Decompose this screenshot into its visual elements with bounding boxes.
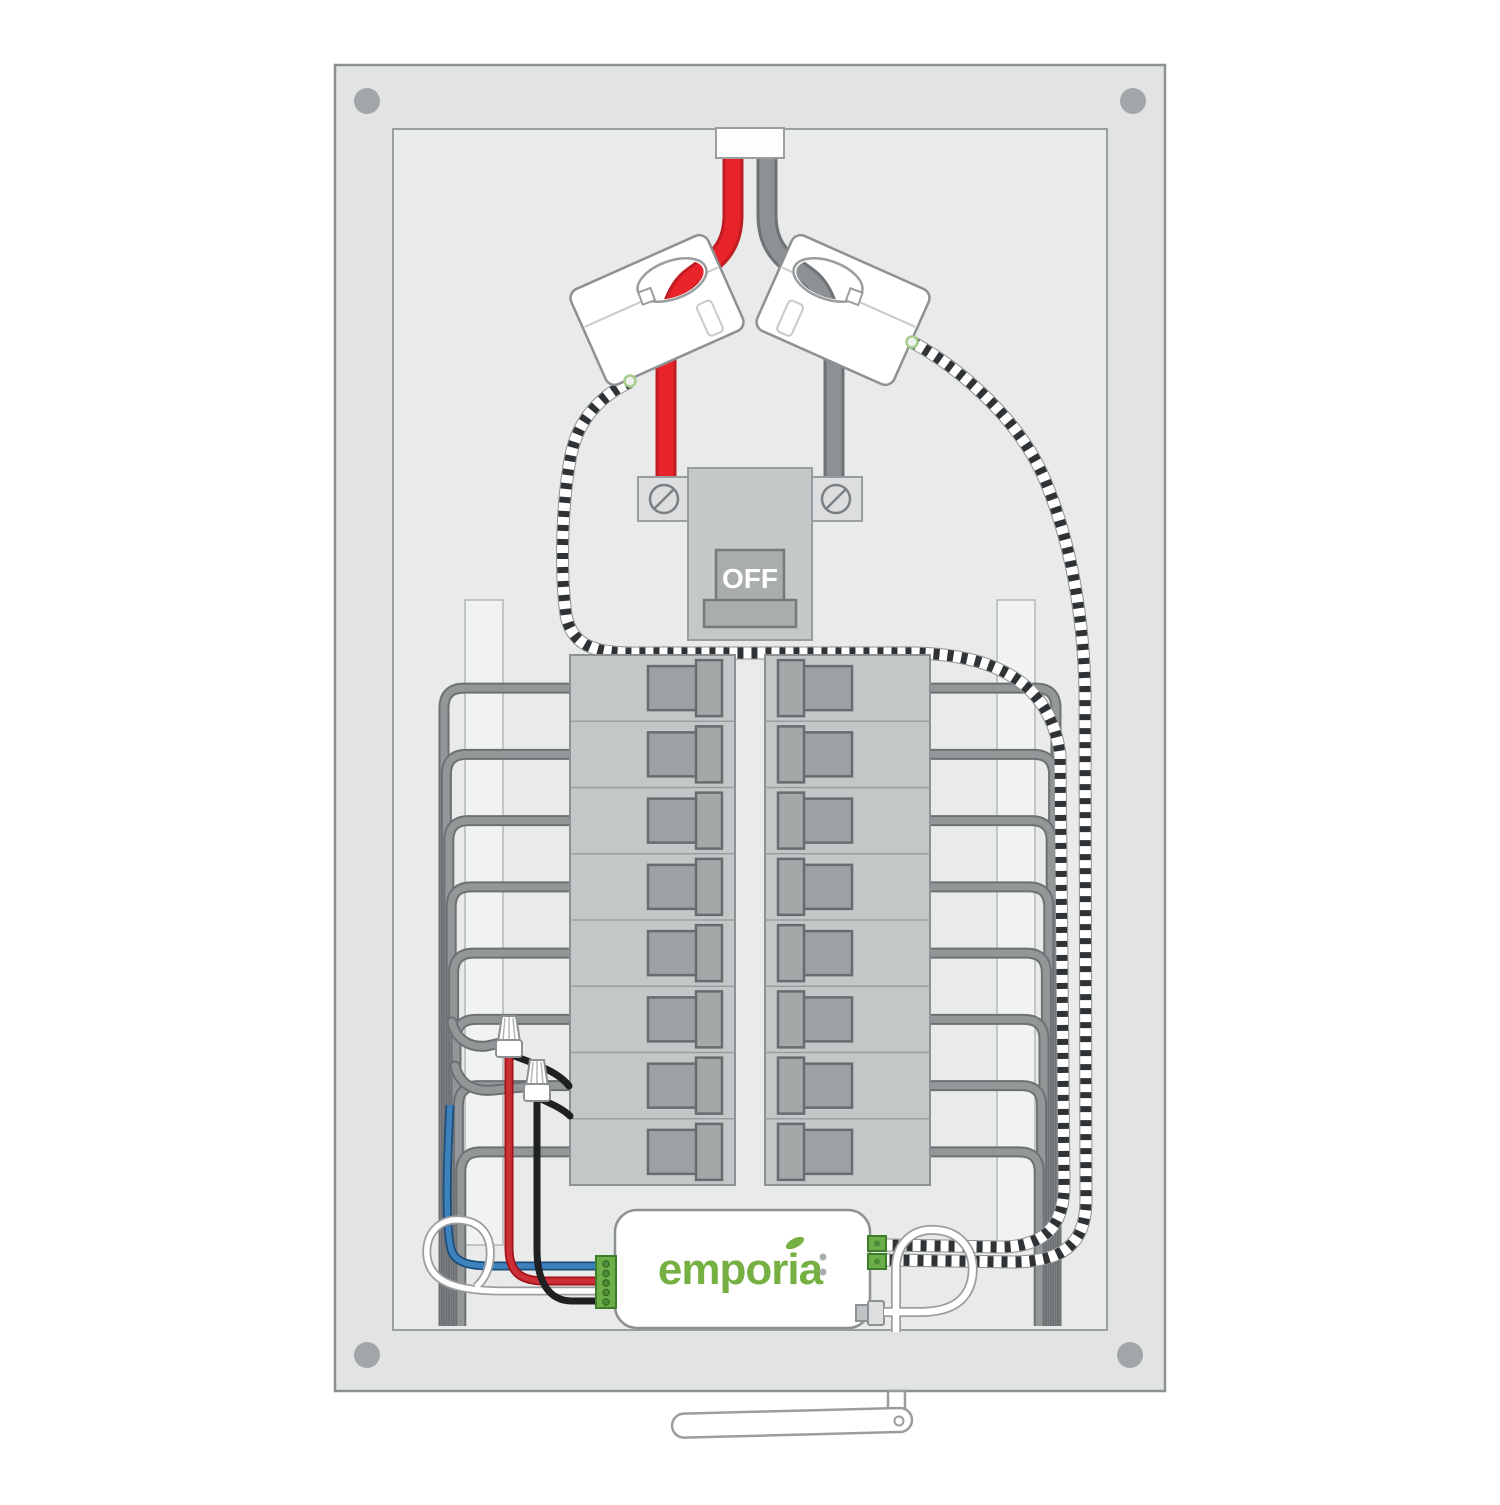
breaker-right <box>778 726 852 782</box>
breaker-right <box>778 660 852 716</box>
breaker-handle <box>696 925 722 981</box>
corner-screw-icon <box>1117 1342 1143 1368</box>
breaker-left <box>648 793 722 849</box>
main-breaker: OFF <box>688 468 812 640</box>
breaker-handle <box>696 726 722 782</box>
breaker-handle <box>778 726 804 782</box>
breaker-handle <box>696 859 722 915</box>
breaker-handle <box>778 925 804 981</box>
conduit-entry <box>716 128 784 158</box>
breaker-handle <box>778 1058 804 1114</box>
terminal-screw <box>603 1289 609 1295</box>
breaker-handle <box>696 793 722 849</box>
breaker-left <box>648 859 722 915</box>
status-led <box>820 1254 827 1261</box>
corner-screw-icon <box>354 1342 380 1368</box>
breaker-left <box>648 726 722 782</box>
breaker-right <box>778 793 852 849</box>
breaker-handle <box>696 1058 722 1114</box>
ct-lead-port <box>907 337 918 348</box>
terminal-screw <box>603 1270 609 1276</box>
antenna-connector <box>856 1301 884 1325</box>
monitor-left-terminal <box>596 1256 616 1308</box>
breaker-right <box>778 859 852 915</box>
breaker-handle <box>778 1124 804 1180</box>
breaker-handle <box>696 660 722 716</box>
ct-latch <box>846 288 863 305</box>
breaker-handle <box>696 991 722 1047</box>
breaker-handle <box>778 660 804 716</box>
breaker-left <box>648 1058 722 1114</box>
ct-lead-port <box>625 376 636 387</box>
breaker-handle <box>778 859 804 915</box>
breaker-right <box>778 1124 852 1180</box>
brand-logo: emporia <box>658 1245 824 1294</box>
terminal-screw <box>603 1261 609 1267</box>
breaker-left <box>648 991 722 1047</box>
monitor-ct-port-2 <box>868 1254 886 1269</box>
breaker-right <box>778 925 852 981</box>
breaker-left <box>648 660 722 716</box>
breaker-handle <box>696 1124 722 1180</box>
main-breaker-label: OFF <box>722 563 778 594</box>
main-lug-right <box>812 477 862 521</box>
corner-screw-icon <box>354 88 380 114</box>
breaker-handle <box>778 991 804 1047</box>
monitor-ct-port-1 <box>868 1236 886 1251</box>
breaker-left <box>648 925 722 981</box>
status-led <box>820 1269 827 1276</box>
wifi-antenna <box>672 1391 913 1438</box>
breaker-left <box>648 1124 722 1180</box>
ct-latch <box>638 288 655 305</box>
terminal-screw <box>603 1299 609 1305</box>
terminal-screw <box>603 1280 609 1286</box>
main-lug-left <box>638 477 688 521</box>
energy-monitor: emporia <box>596 1210 886 1328</box>
breaker-right <box>778 1058 852 1114</box>
breaker-handle <box>778 793 804 849</box>
breaker-right <box>778 991 852 1047</box>
corner-screw-icon <box>1120 88 1146 114</box>
